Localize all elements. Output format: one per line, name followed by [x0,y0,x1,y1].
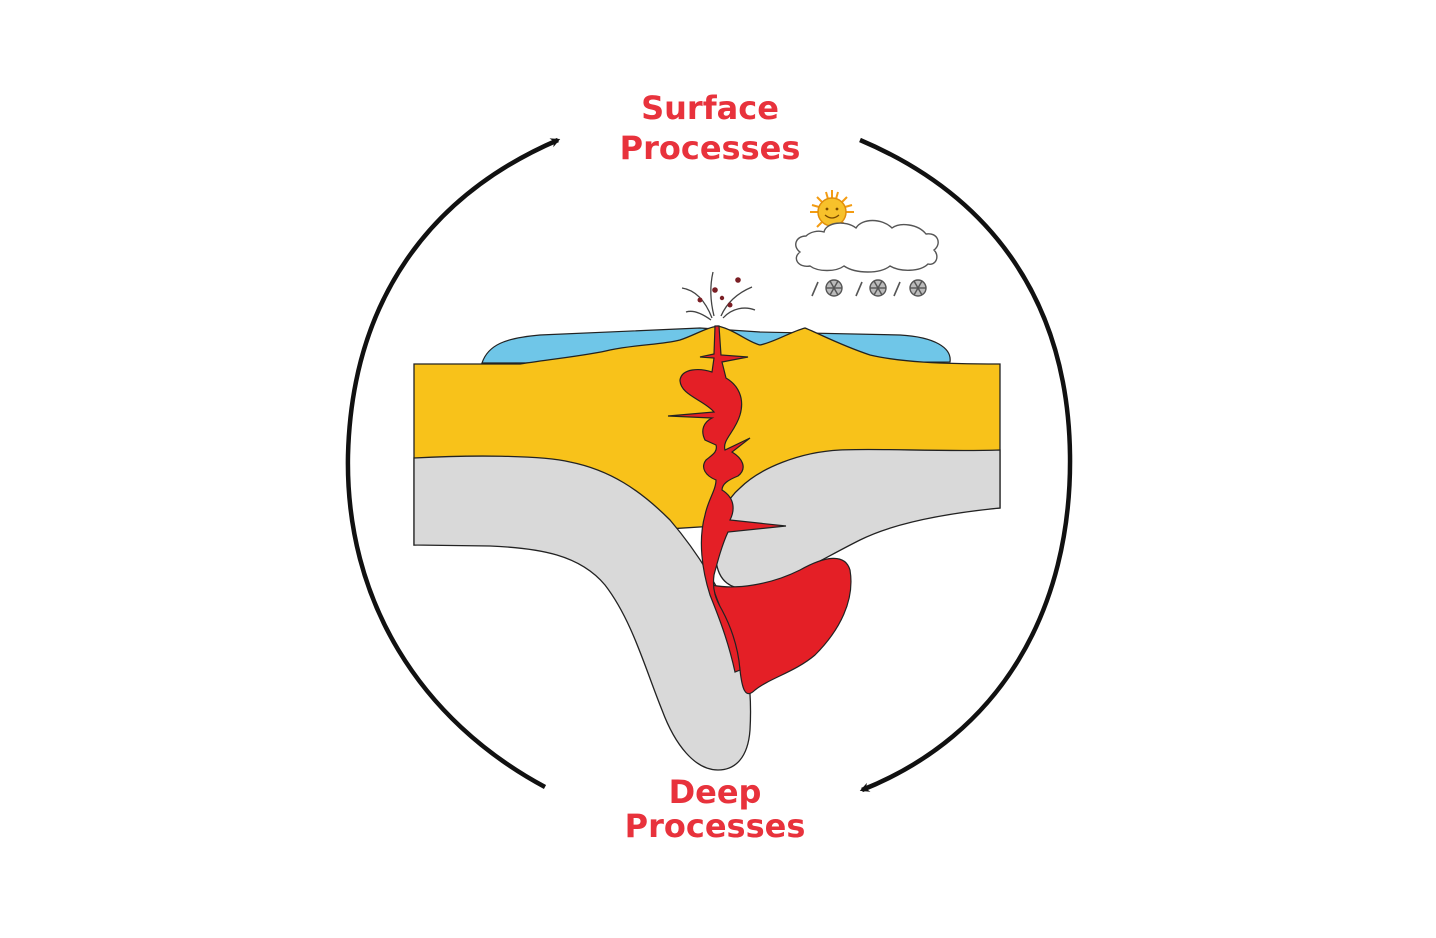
left-cycle-arrow-icon [345,137,561,789]
cycle-arrows [345,137,1073,793]
weather-group [795,190,939,297]
surface-label-line2: Processes [619,129,801,167]
cloud-icon [795,219,939,273]
eruption-ash-particles [697,277,741,308]
surface-label-line1: Surface [641,89,779,127]
deep-processes-label: Deep Processes [565,775,865,843]
surface-processes-label: Surface Processes [560,88,860,168]
eruption-spray [681,271,756,321]
right-cycle-arrow-icon [859,137,1073,793]
deep-label-line1: Deep [668,773,762,811]
magma-conduit [667,325,787,673]
deep-label-line2: Processes [624,807,806,845]
precipitation [811,281,901,297]
snowflake-icon [825,279,927,297]
subducting-slab [413,455,752,771]
